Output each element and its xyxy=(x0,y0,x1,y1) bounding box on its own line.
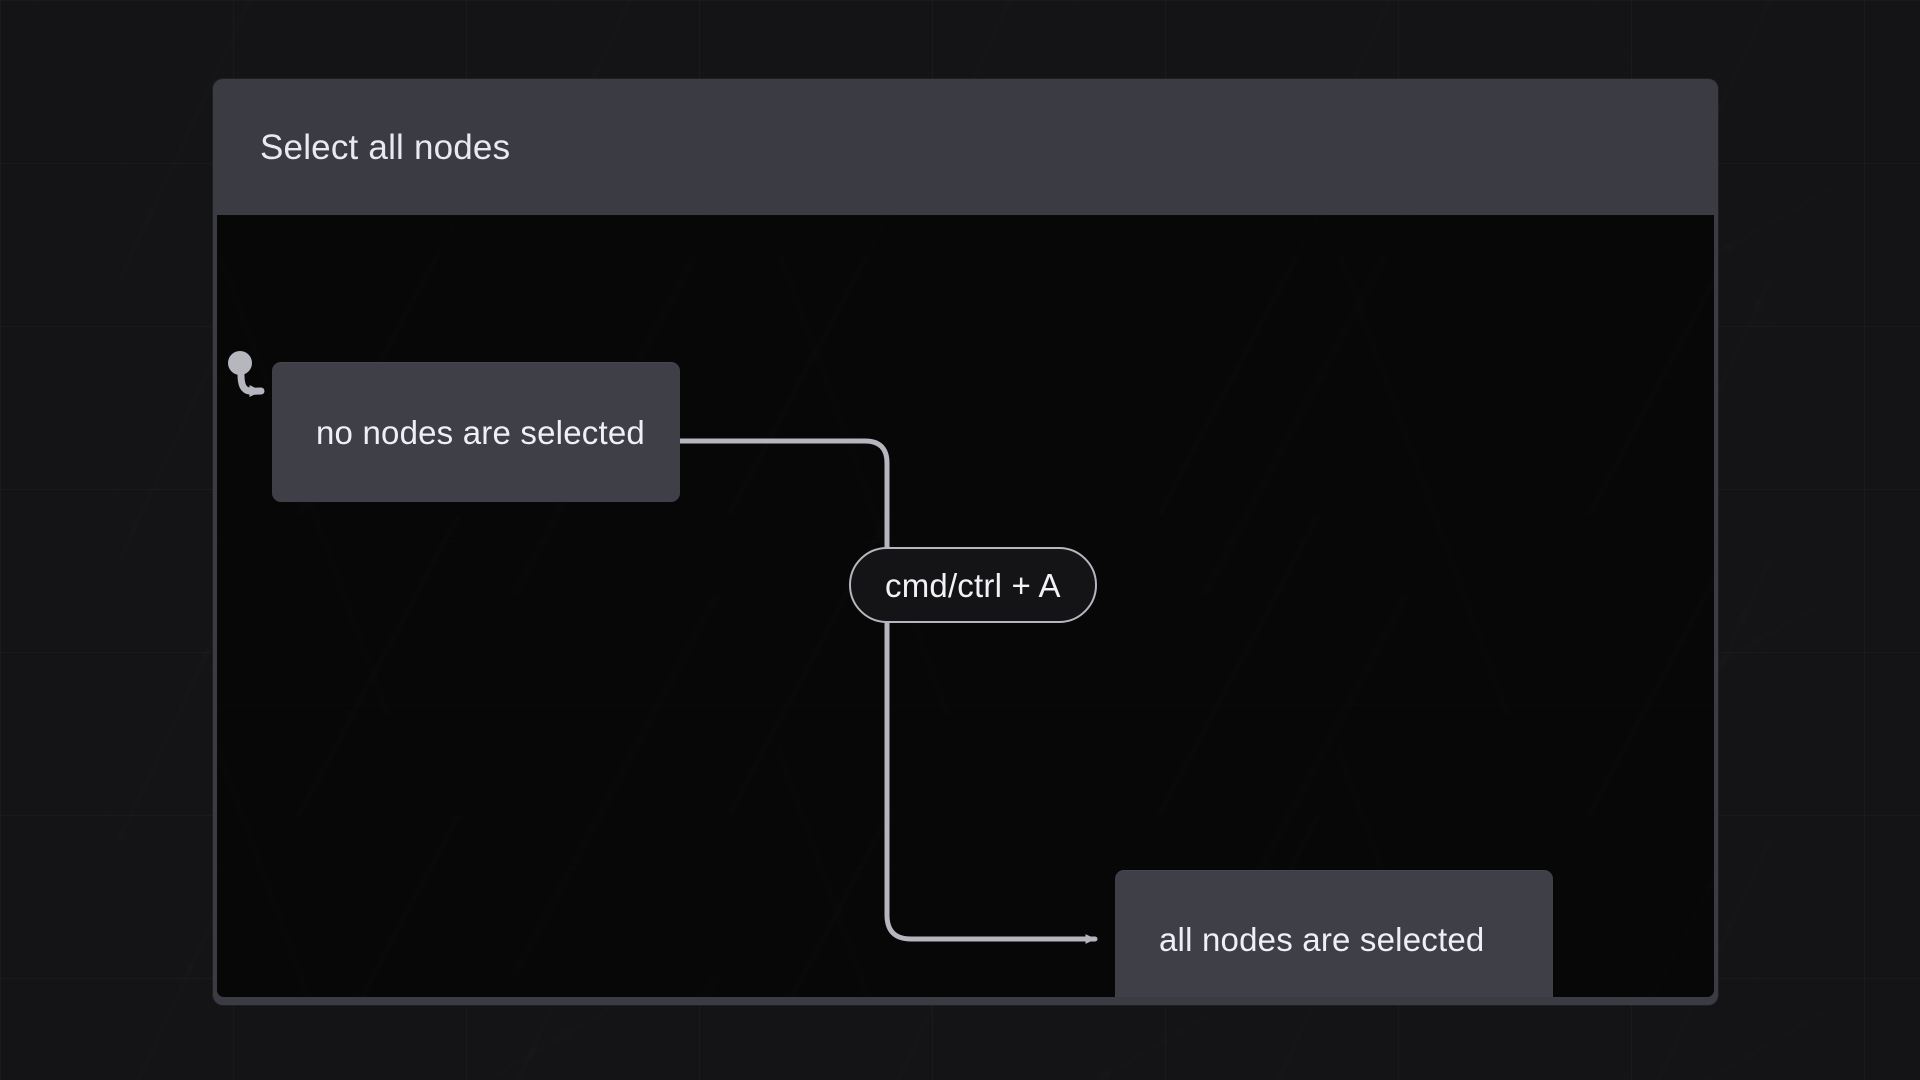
initial-state-arrow xyxy=(237,371,265,398)
state-machine-panel[interactable]: Select all nodes xyxy=(213,79,1718,1005)
state-machine-canvas[interactable]: no nodes are selected cmd/ctrl + A all n… xyxy=(217,215,1714,997)
transition-event-label: cmd/ctrl + A xyxy=(885,566,1061,604)
transition-edge-select-all-upper xyxy=(677,438,890,550)
transition-event-pill[interactable]: cmd/ctrl + A xyxy=(849,547,1097,623)
transition-edge-select-all-lower xyxy=(884,620,1098,944)
machine-header: Select all nodes xyxy=(213,79,1718,215)
state-node-label: all nodes are selected xyxy=(1159,921,1485,958)
state-node-all-selected[interactable]: all nodes are selected xyxy=(1115,870,1553,997)
state-node-no-selection[interactable]: no nodes are selected xyxy=(272,362,680,502)
initial-state-dot xyxy=(228,351,252,375)
machine-title: Select all nodes xyxy=(260,127,511,167)
state-node-label: no nodes are selected xyxy=(316,413,645,451)
